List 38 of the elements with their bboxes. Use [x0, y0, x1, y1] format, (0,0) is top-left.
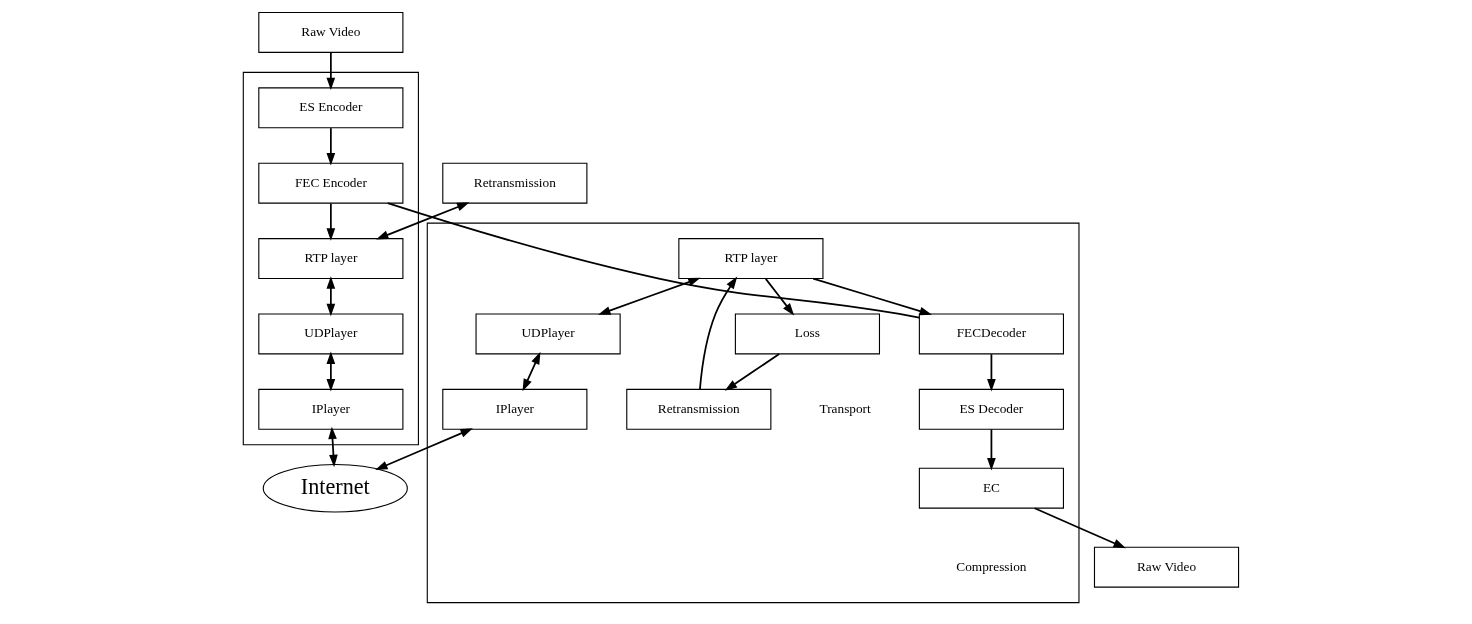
connector [386, 202, 920, 319]
arrow [698, 276, 737, 391]
arrow [1033, 507, 1126, 549]
node-box: IPlayer [257, 388, 403, 430]
arrow [986, 428, 996, 471]
arrow [764, 278, 794, 316]
label: Compression [955, 558, 1026, 574]
arrow [326, 127, 335, 166]
node-box: Loss [734, 313, 880, 355]
cluster [242, 71, 419, 446]
label: Transport [819, 400, 871, 416]
arrow [326, 51, 335, 91]
node-box: RTP layer [257, 238, 403, 280]
node-box: Raw Video [1093, 546, 1239, 588]
node-box: UDPlayer [257, 313, 403, 355]
node-box: EC [918, 467, 1064, 509]
node-box: FEC Encoder [257, 162, 403, 204]
arrow [724, 353, 780, 391]
arrow [374, 428, 473, 471]
node-box: ES Decoder [918, 388, 1064, 430]
node-box: IPlayer [441, 388, 587, 430]
node-box: UDPlayer [475, 313, 621, 355]
node-box: Retransmission [441, 162, 587, 204]
node-box: Raw Video [257, 11, 403, 53]
node-box: FECDecoder [918, 313, 1064, 355]
arrow [326, 202, 335, 241]
arrow [326, 276, 335, 317]
arrow [326, 351, 335, 392]
arrow [811, 277, 932, 316]
arrow [986, 353, 996, 392]
arrow [522, 351, 540, 392]
node-box: ES Encoder [257, 87, 403, 129]
cluster [426, 222, 1080, 604]
arrow [375, 202, 469, 240]
arrow [327, 426, 338, 468]
arrow [597, 277, 701, 315]
node-box: RTP layer [677, 238, 823, 280]
node-box: Retransmission [625, 388, 771, 430]
